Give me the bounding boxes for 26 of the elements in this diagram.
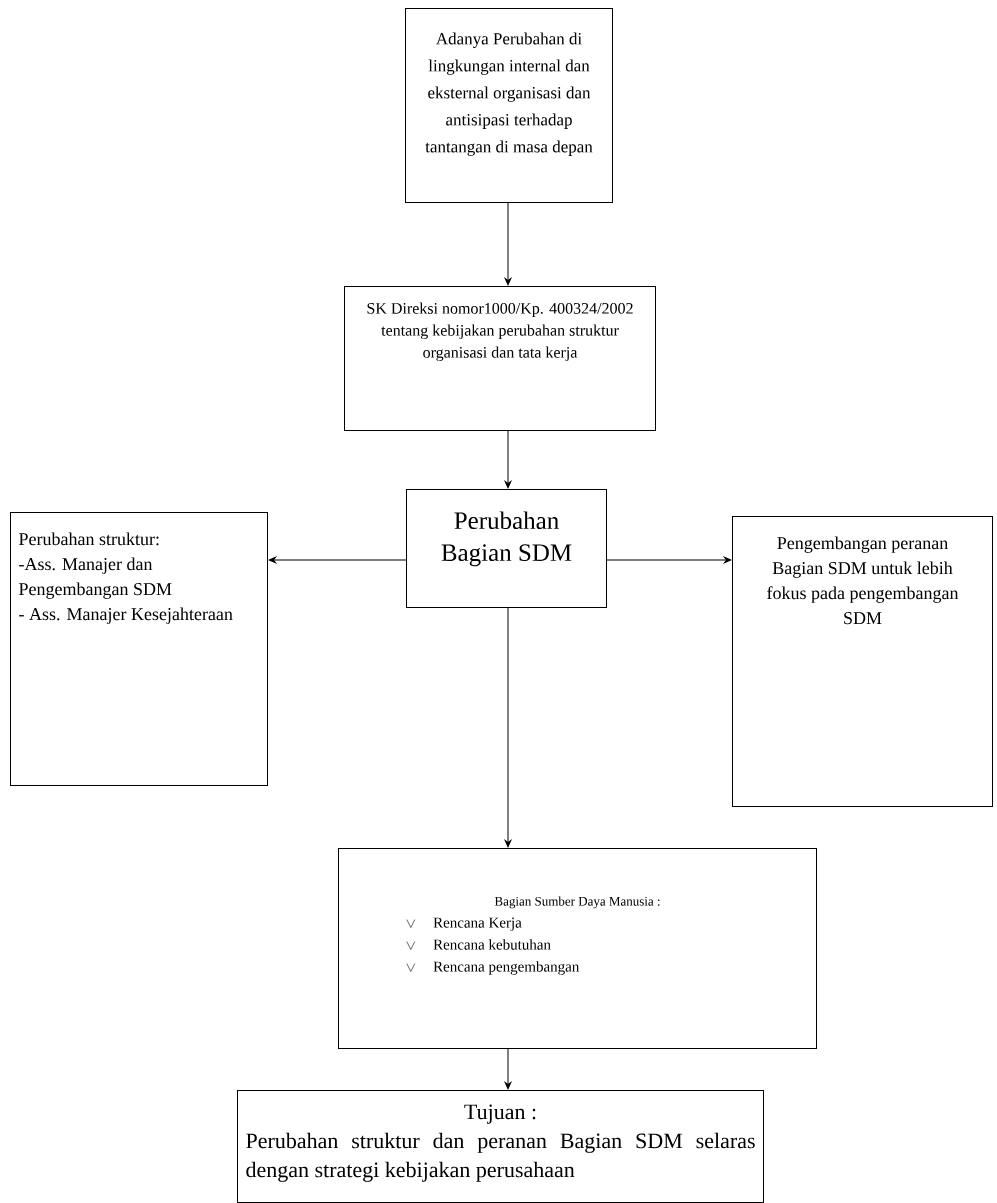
box-text: - Ass. Manajer Kesejahteraan: [19, 607, 233, 624]
box-text: Perubahan struktur dan peranan Bagian SDM selaras dengan strategi kebijakan perusahaan: [246, 1132, 755, 1182]
list-item: Rencana pengembangan: [433, 961, 580, 975]
process-box: [344, 286, 656, 431]
box-text: Perubahan Bagian SDM: [441, 511, 572, 567]
list-item: Rencana kebutuhan: [433, 939, 551, 950]
box-text: Adanya Perubahan di lingkungan internal dan eksternal organisasi dan antisipasi terhadap tantangan di masa depan: [425, 32, 593, 156]
process-box: [406, 489, 607, 608]
process-box: [10, 512, 268, 786]
box-text: SK Direksi nomor1000/Kp. 400324/2002 tentang kebijakan perubahan struktur organisasi dan tata kerja: [367, 302, 633, 362]
arrow: [268, 556, 407, 564]
arrow: [504, 430, 512, 489]
process-box: [732, 516, 993, 807]
arrow: [504, 607, 512, 848]
process-box: [237, 1090, 764, 1203]
process-box: [405, 8, 613, 203]
arrow: [504, 202, 512, 286]
box-text: Tujuan :: [464, 1104, 536, 1124]
box-text: Bagian Sumber Daya Manusia :: [494, 896, 660, 909]
box-text: -Ass. Manajer dan Pengembangan SDM: [19, 557, 172, 599]
list-item: Rencana Kerja: [433, 917, 522, 931]
process-box: [338, 848, 817, 1049]
arrow: [504, 1048, 512, 1090]
box-text: Pengembangan peranan Bagian SDM untuk lebih fokus pada pengembangan SDM: [767, 536, 959, 625]
arrow: [606, 556, 732, 564]
box-text: Perubahan struktur:: [19, 532, 159, 546]
